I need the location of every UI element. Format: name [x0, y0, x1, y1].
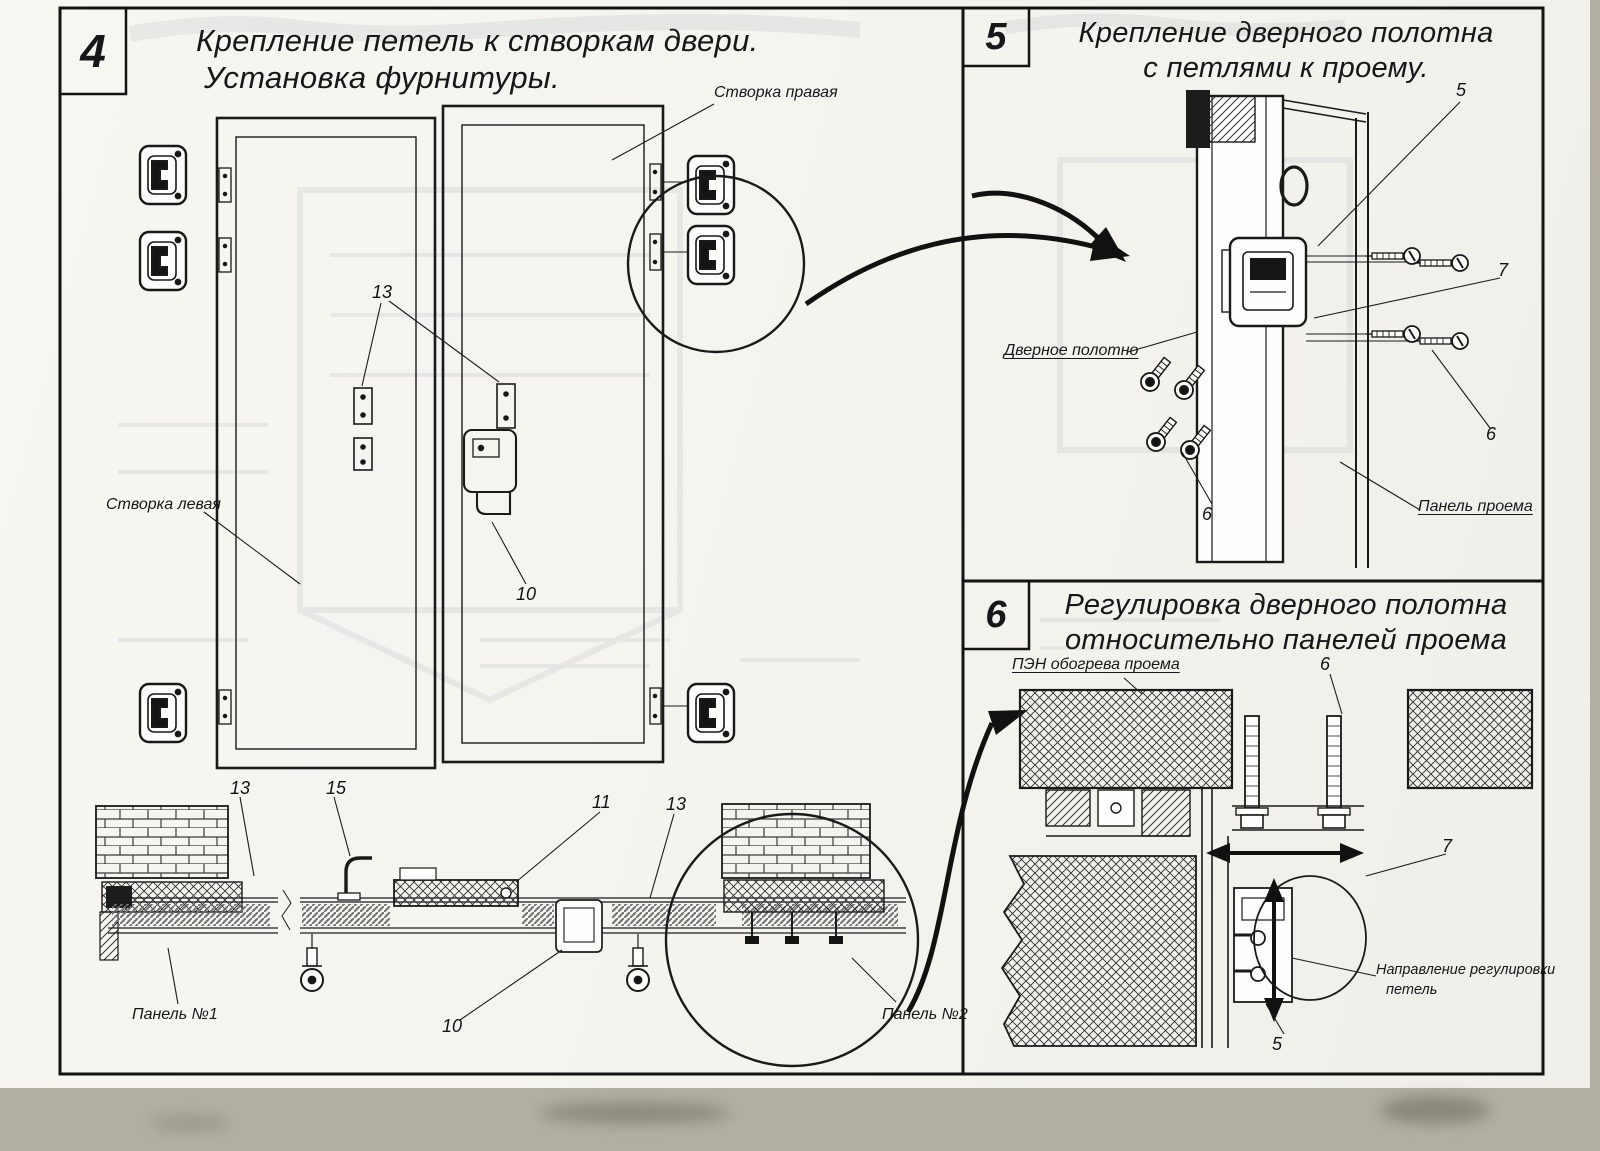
detail-circle-top [626, 174, 806, 354]
callout-10-mid: 10 [516, 584, 537, 604]
callout-5-p6: 5 [1272, 1034, 1283, 1054]
callout-15: 15 [326, 778, 347, 798]
panel6-number: 6 [985, 593, 1007, 636]
panel6-drawing [1000, 673, 1534, 1048]
detail-circle-bottom [664, 812, 920, 1068]
strike-plates [353, 383, 516, 471]
wall-section [1000, 855, 1197, 1047]
panel6-title: Регулировка дверного полотна относительн… [1036, 588, 1536, 658]
panel5-title-line1: Крепление дверного полотна [1078, 17, 1494, 49]
panel5-drawing [971, 90, 1501, 568]
door-leaf-right [441, 104, 665, 764]
panel5-title: Крепление дверного полотна с петлями к п… [1036, 16, 1536, 86]
adjust-arrows [1206, 843, 1364, 1022]
detail-arrow-p5 [971, 190, 1126, 262]
leader-lines-p5 [1127, 101, 1501, 511]
callout-5-p5: 5 [1456, 80, 1467, 100]
door-edge [1186, 90, 1367, 564]
callout-13-b2: 13 [666, 794, 687, 814]
callout-10-b: 10 [442, 1016, 463, 1036]
detail-arrows [804, 233, 1130, 1014]
callout-6-right: 6 [1486, 424, 1497, 444]
callout-11: 11 [592, 792, 611, 812]
label-pen-heater: ПЭН обогрева проема [1012, 656, 1180, 673]
panel4-title-line1: Крепление петель к створкам двери. [196, 23, 759, 58]
panel6-title-line2: относительно панелей проема [1064, 623, 1508, 656]
leader-lines-p6 [1123, 673, 1447, 1035]
handle-hole [1279, 165, 1309, 207]
scan-smudge [1380, 1096, 1490, 1124]
callout-6-p6: 6 [1320, 654, 1331, 674]
cross-section [95, 796, 920, 1068]
panel4-drawing [95, 103, 1130, 1068]
hinge-bracket [1233, 887, 1293, 1003]
leader-lines-top [203, 103, 715, 585]
panel-frames [58, 6, 1545, 1076]
panel4-number: 4 [80, 25, 106, 77]
pen-block-right [1406, 688, 1534, 790]
door-leaf-left [215, 116, 437, 770]
label-direction-line2: петель [1386, 982, 1438, 998]
adjustment-ellipse [1253, 875, 1367, 1001]
hinge-carriage [1045, 789, 1191, 837]
leader-lines-bottom [167, 796, 897, 1021]
panel4-title: Крепление петель к створкам двери. Устан… [196, 22, 759, 96]
callout-13-top: 13 [372, 282, 393, 302]
panel5-title-line2: с петлями к проему. [1143, 51, 1429, 84]
scan-smudge [150, 1116, 230, 1130]
scan-smudge [540, 1102, 730, 1124]
panel6-title-line1: Регулировка дверного полотна [1064, 589, 1508, 621]
adjustment-bolts [1232, 715, 1364, 831]
screw-icons [1365, 247, 1469, 350]
label-panel2: Панель №2 [882, 1006, 968, 1023]
callout-7-p6: 7 [1442, 836, 1453, 856]
label-opening-panel: Панель проема [1418, 498, 1533, 515]
hinge-detail [1221, 236, 1308, 328]
label-door-leaf: Дверное полотно [1004, 342, 1139, 359]
pen-block-left [1018, 688, 1234, 790]
callout-6-left: 6 [1202, 504, 1213, 524]
callout-7-p5: 7 [1498, 260, 1509, 280]
panel5-number: 5 [985, 15, 1007, 58]
callout-13-b1: 13 [230, 778, 251, 798]
label-direction-line1: Направление регулировки [1376, 962, 1556, 978]
opening-panel-lines [1355, 112, 1369, 568]
label-left-leaf: Створка левая [106, 496, 221, 513]
label-panel1: Панель №1 [132, 1006, 218, 1023]
latch-assembly [462, 428, 518, 516]
label-right-leaf: Створка правая [714, 84, 838, 101]
panel4-title-line2: Установка фурнитуры. [204, 60, 560, 96]
hinge-icons [138, 144, 736, 744]
